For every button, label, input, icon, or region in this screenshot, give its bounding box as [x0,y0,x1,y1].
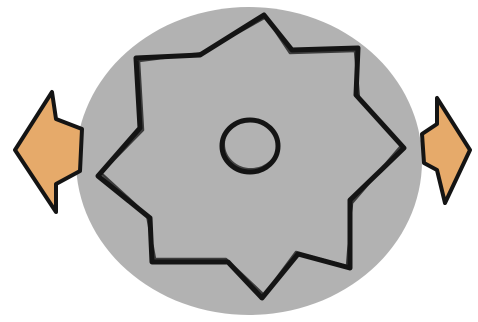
arrow-right-icon [422,98,470,203]
gray-disc [76,7,422,315]
arrow-left-icon [15,92,82,212]
